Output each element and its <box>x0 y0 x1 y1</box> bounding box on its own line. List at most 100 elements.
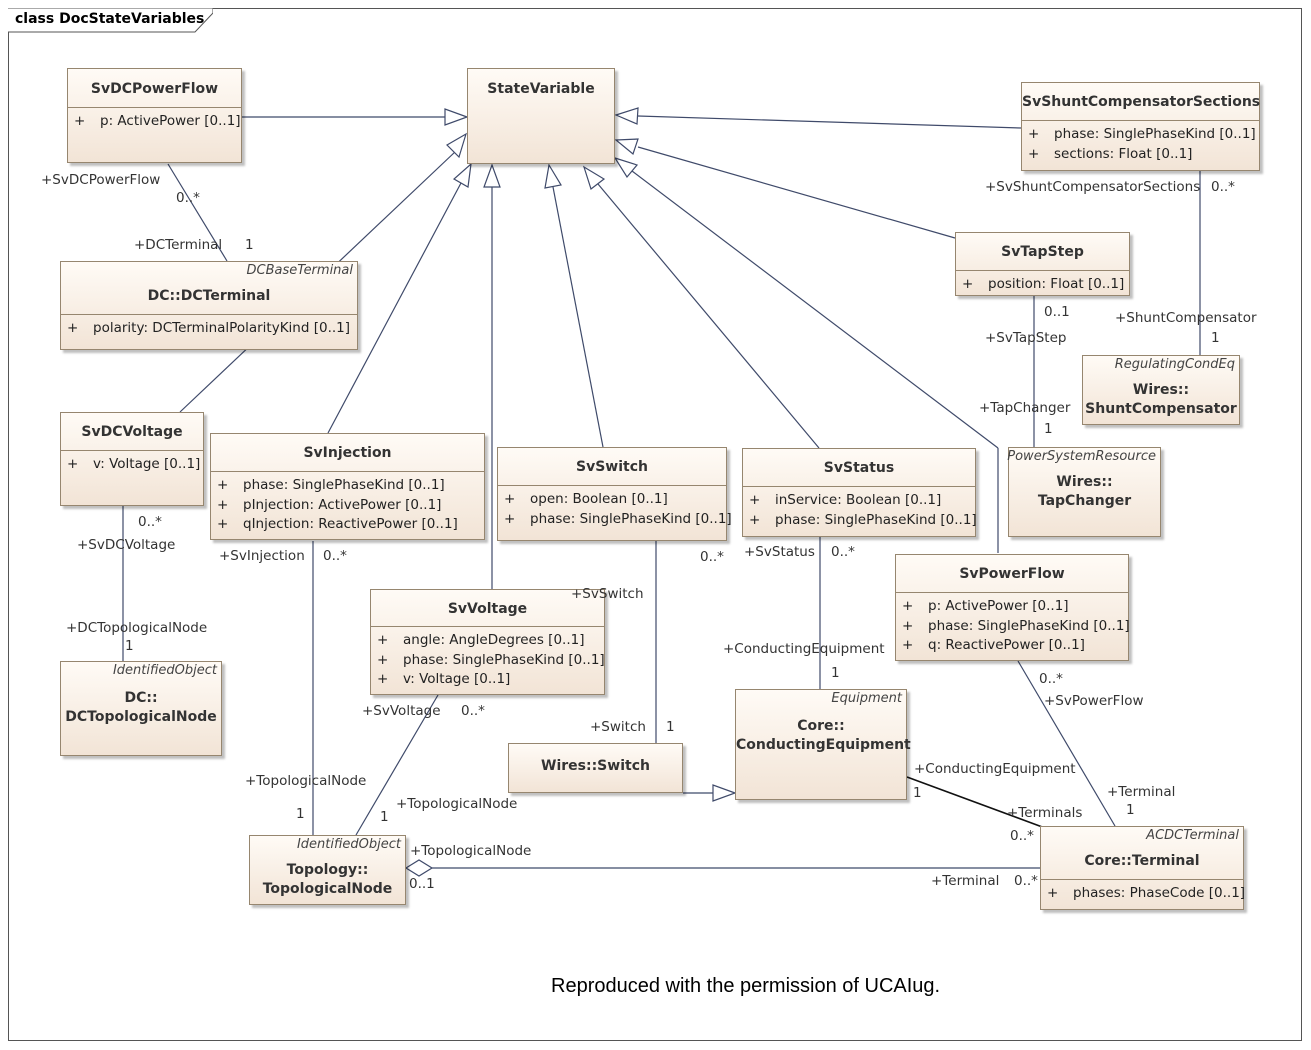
attribute-list: +position: Float [0..1] <box>956 270 1129 295</box>
assoc-volt-topo <box>355 694 439 836</box>
multiplicity-label: 1 <box>1211 330 1220 346</box>
role-label: +ConductingEquipment <box>914 761 1076 777</box>
class-svstatus[interactable]: SvStatus +inService: Boolean [0..1] +pha… <box>742 448 977 537</box>
frame-tab <box>8 8 213 33</box>
attribute: +open: Boolean [0..1] <box>504 491 668 507</box>
role-label: +Terminal <box>1107 784 1176 800</box>
class-svdcpowerflow[interactable]: SvDCPowerFlow +p: ActivePower [0..1] <box>67 68 242 163</box>
multiplicity-label: 0..* <box>1039 671 1063 687</box>
arrow-svstatus <box>582 165 606 190</box>
arrow-svvoltage <box>483 163 501 188</box>
role-label: +TopologicalNode <box>396 796 518 812</box>
caption: Reproduced with the permission of UCAIug… <box>551 975 941 997</box>
class-dctopologicalnode[interactable]: IdentifiedObject DC:: DCTopologicalNode <box>60 661 222 756</box>
attribute: +position: Float [0..1] <box>962 276 1125 292</box>
multiplicity-label: 0..* <box>1014 873 1038 889</box>
multiplicity-label: 1 <box>1126 802 1135 818</box>
class-svswitch[interactable]: SvSwitch +open: Boolean [0..1] +phase: S… <box>497 447 732 541</box>
multiplicity-label: 0..* <box>176 190 200 206</box>
stereotype: Equipment <box>831 691 902 706</box>
multiplicity-label: 0..* <box>1211 179 1235 195</box>
gen-svpowerflow-b <box>631 170 999 449</box>
multiplicity-label: 0..* <box>323 548 347 564</box>
role-label: +DCTopologicalNode <box>66 620 208 636</box>
class-name: Wires:: TapChanger <box>1037 474 1132 509</box>
role-label: +Terminal <box>931 873 1000 889</box>
arrow-svinjection <box>452 162 472 188</box>
role-label: +SvStatus <box>744 544 815 560</box>
multiplicity-label: 1 <box>296 806 305 822</box>
attribute-list: +phase: SinglePhaseKind [0..1] +pInjecti… <box>211 471 484 535</box>
diagram-frame <box>8 8 1302 1041</box>
stereotype: ACDCTerminal <box>1146 828 1239 843</box>
class-name: Core::Terminal <box>1084 853 1200 869</box>
class-wiresswitch[interactable]: Wires::Switch <box>508 743 683 793</box>
gen-svswitch <box>552 186 604 448</box>
class-name: DC:: DCTopologicalNode <box>65 690 217 725</box>
stereotype: DCBaseTerminal <box>246 263 353 278</box>
class-tapchanger[interactable]: PowerSystemResource Wires:: TapChanger <box>1007 447 1161 537</box>
arrow-svpowerflow <box>613 156 639 179</box>
class-svtapstep[interactable]: SvTapStep +position: Float [0..1] <box>955 232 1130 296</box>
multiplicity-label: 0..* <box>461 703 485 719</box>
class-name: SvInjection <box>303 445 392 461</box>
class-dcterminal[interactable]: DCBaseTerminal DC::DCTerminal +polarity:… <box>60 261 358 350</box>
class-svinjection[interactable]: SvInjection +phase: SinglePhaseKind [0..… <box>210 433 485 540</box>
attribute: +phase: SinglePhaseKind [0..1] <box>217 477 445 493</box>
class-topologicalnode[interactable]: IdentifiedObject Topology:: TopologicalN… <box>249 835 406 905</box>
multiplicity-label: 0..* <box>700 549 724 565</box>
attribute-list: +inService: Boolean [0..1] +phase: Singl… <box>743 486 977 530</box>
attribute: +angle: AngleDegrees [0..1] <box>377 632 585 648</box>
role-label: +DCTerminal <box>134 237 223 253</box>
diagram-title: class DocStateVariables <box>15 11 205 27</box>
multiplicity-label: 0..1 <box>409 876 435 892</box>
multiplicity-label: 1 <box>913 785 922 801</box>
assoc-ce-terminals <box>906 776 1046 829</box>
class-name: SvTapStep <box>1001 244 1084 260</box>
class-name: Topology:: TopologicalNode <box>262 862 393 897</box>
class-name: SvSwitch <box>576 459 648 475</box>
class-svvoltage[interactable]: SvVoltage +angle: AngleDegrees [0..1] +p… <box>370 589 605 695</box>
class-name: SvPowerFlow <box>959 566 1065 582</box>
attribute: +phase: SinglePhaseKind [0..1] <box>749 511 977 528</box>
class-name: Wires::Switch <box>541 758 650 774</box>
multiplicity-label: 1 <box>666 719 675 735</box>
attribute: +p: ActivePower [0..1] <box>902 598 1069 614</box>
attribute: +inService: Boolean [0..1] <box>749 492 942 508</box>
role-label: +SvDCPowerFlow <box>41 172 161 188</box>
role-label: +Terminals <box>1007 805 1083 821</box>
multiplicity-label: 0..* <box>831 544 855 560</box>
class-conductingequipment[interactable]: Equipment Core:: ConductingEquipment <box>735 689 911 800</box>
multiplicity-label: 1 <box>380 809 389 825</box>
class-name: DC::DCTerminal <box>147 288 271 304</box>
gen-svinjection <box>327 182 462 434</box>
multiplicity-label: 1 <box>831 665 840 681</box>
attribute: +phases: PhaseCode [0..1] <box>1047 885 1246 901</box>
class-svdcvoltage[interactable]: SvDCVoltage +v: Voltage [0..1] <box>60 412 204 506</box>
multiplicity-label: 0..1 <box>1044 304 1070 320</box>
attribute: +v: Voltage [0..1] <box>67 456 201 472</box>
role-label: +SvPowerFlow <box>1044 693 1144 709</box>
attribute: +pInjection: ActivePower [0..1] <box>217 496 442 513</box>
class-statevariable[interactable]: StateVariable <box>467 68 615 164</box>
attribute-list: +angle: AngleDegrees [0..1] +phase: Sing… <box>371 626 605 690</box>
assoc-pf-term <box>1017 660 1116 827</box>
class-svpowerflow[interactable]: SvPowerFlow +p: ActivePower [0..1] +phas… <box>895 554 1130 661</box>
class-name: SvDCVoltage <box>81 424 183 440</box>
class-terminal[interactable]: ACDCTerminal Core::Terminal +phases: Pha… <box>1040 826 1246 910</box>
attribute: +phase: SinglePhaseKind [0..1] <box>377 651 605 668</box>
class-name: SvStatus <box>823 460 895 476</box>
attribute-list: +p: ActivePower [0..1] +phase: SinglePha… <box>896 592 1130 656</box>
role-label: +Switch <box>590 719 646 735</box>
class-name: SvShuntCompensatorSections <box>1022 94 1261 110</box>
aggregation-diamond <box>404 859 434 877</box>
class-name: SvDCPowerFlow <box>90 81 219 97</box>
class-shuntcompensator[interactable]: RegulatingCondEq Wires:: ShuntCompensato… <box>1082 355 1240 425</box>
arrow-wiresswitch <box>712 784 737 802</box>
class-svshuntcompensatorsections[interactable]: SvShuntCompensatorSections +phase: Singl… <box>1021 82 1260 171</box>
role-label: +ConductingEquipment <box>723 641 885 657</box>
attribute: +phase: SinglePhaseKind [0..1] <box>1028 126 1256 142</box>
attribute: +qInjection: ReactivePower [0..1] <box>217 516 458 532</box>
arrow-svshunt <box>614 107 639 125</box>
